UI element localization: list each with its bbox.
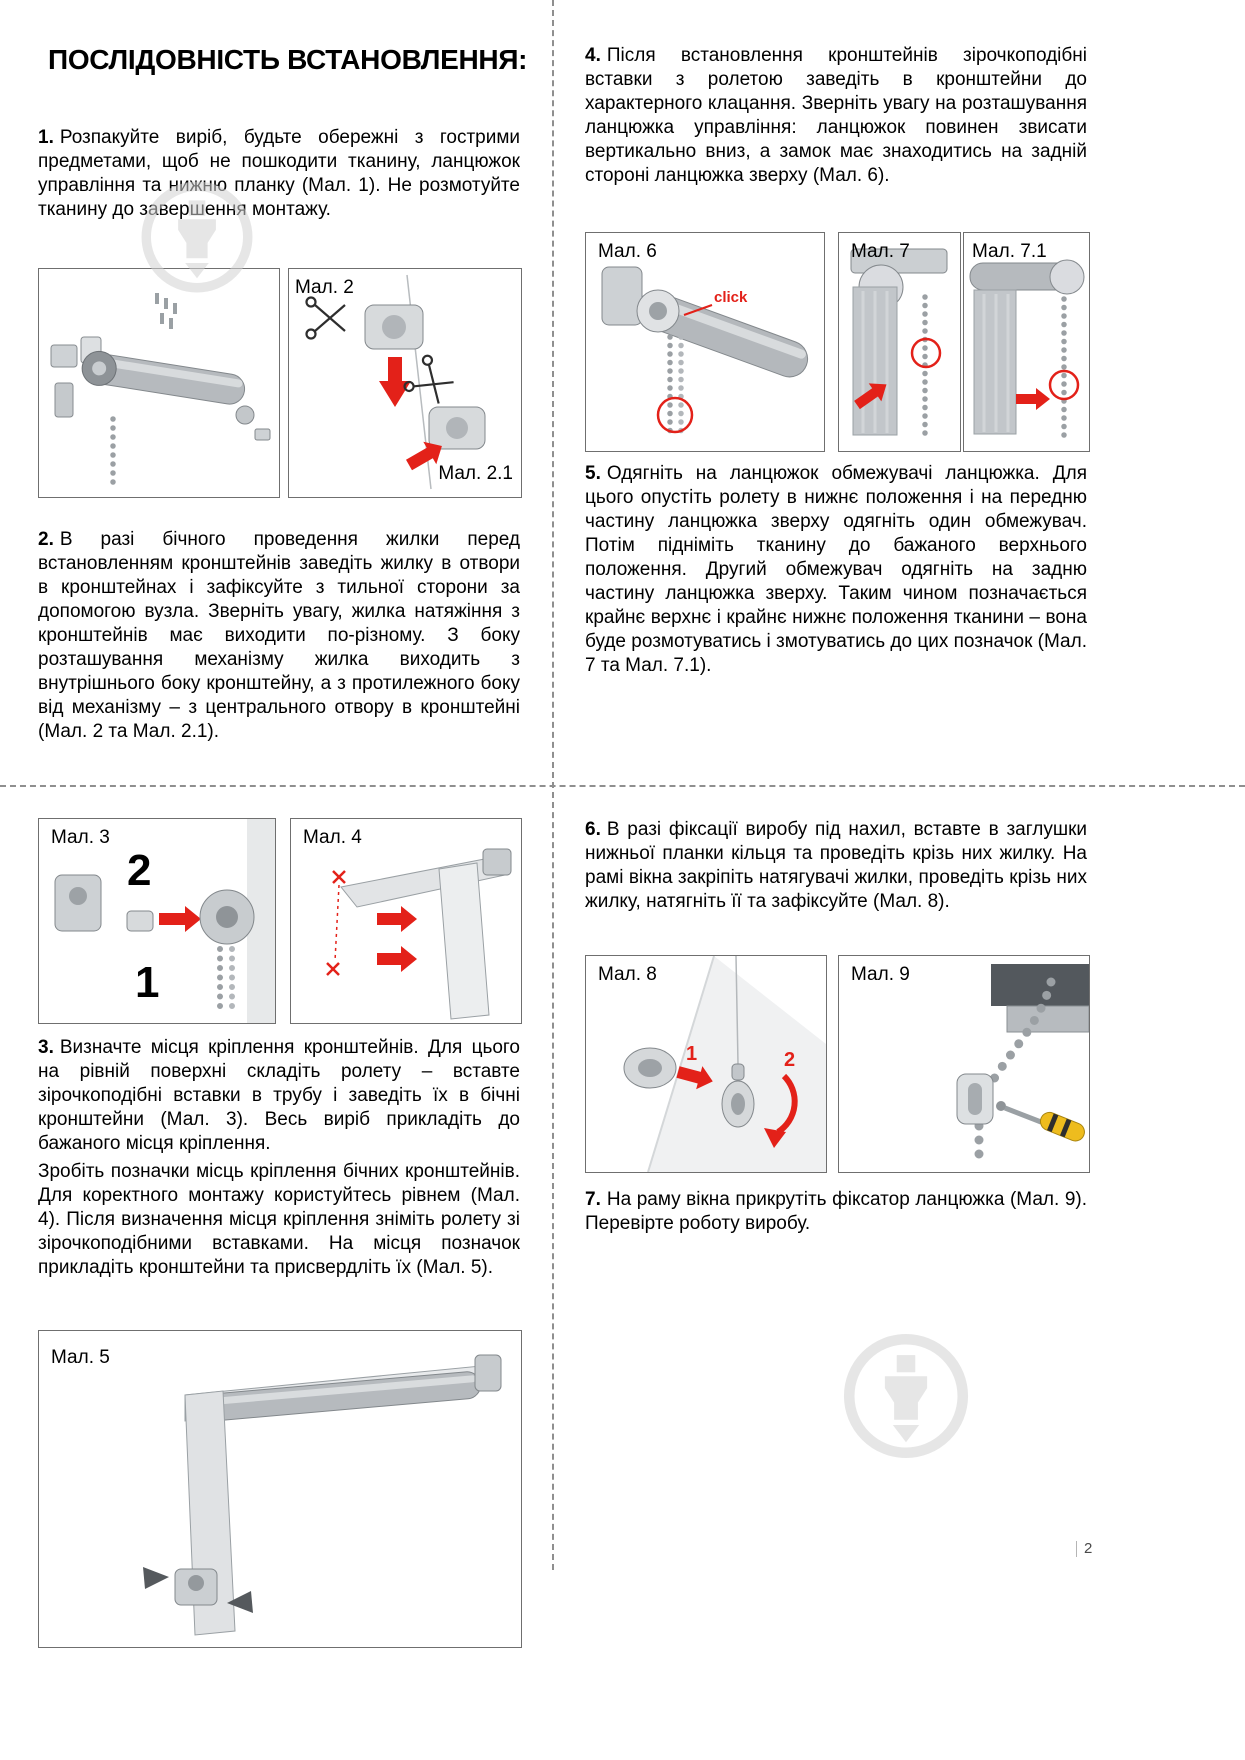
step-2-text: В разі бічного проведення жилки перед вс… xyxy=(38,529,520,742)
chain-fixator-illustration xyxy=(956,964,1089,1161)
figure-8-step1-number: 1 xyxy=(686,1043,698,1065)
screwdriver-icon xyxy=(1039,1111,1085,1142)
step-1-paragraph: 1.Розпакуйте виріб, будьте обережні з го… xyxy=(38,126,520,222)
roller-exploded-view-illustration xyxy=(50,293,271,486)
figure-2-label: Мал. 2 xyxy=(295,277,354,298)
figure-3-box: Мал. 3 2 1 xyxy=(38,818,276,1024)
step-7-text: На раму вікна прикрутіть фіксатор ланцюж… xyxy=(585,1189,1087,1234)
red-x-marks-icon xyxy=(326,870,346,976)
red-arrow-right-icon xyxy=(377,946,417,972)
figure-9-label: Мал. 9 xyxy=(851,964,910,985)
step-3-paragraph-2: Зробіть позначки місць кріплення бічних … xyxy=(38,1160,520,1280)
roller-tube-icon xyxy=(81,350,246,405)
red-highlight-circle-icon xyxy=(1048,369,1080,401)
red-highlight-circle-icon xyxy=(910,337,942,369)
step-6-number: 6. xyxy=(585,819,601,840)
scissors-icon xyxy=(403,354,454,404)
figure-2-box: Мал. 2 Мал. 2.1 xyxy=(288,268,522,498)
figure-3-step2-number: 2 xyxy=(127,846,152,895)
page-number: 2 xyxy=(1076,1540,1092,1557)
page-number-value: 2 xyxy=(1084,1540,1093,1557)
figure-7-box: Мал. 7 xyxy=(838,232,961,452)
red-arrow-right-icon xyxy=(159,906,201,932)
red-arrow-down-icon xyxy=(379,357,411,407)
step-6-paragraph: 6.В разі фіксації виробу під нахил, вста… xyxy=(585,818,1087,914)
chain-stop-upper-illustration xyxy=(850,248,948,442)
figure-8-step2-number: 2 xyxy=(784,1049,796,1071)
figure-8-box: Мал. 8 1 2 xyxy=(585,955,827,1173)
figure-9-box: Мал. 9 xyxy=(838,955,1090,1173)
figure-7-1-label: Мал. 7.1 xyxy=(972,241,1047,262)
window-frame-post xyxy=(438,862,490,1020)
step-1-text: Розпакуйте виріб, будьте обережні з гост… xyxy=(38,127,520,220)
figure-3-label: Мал. 3 xyxy=(51,827,110,848)
brand-watermark-icon xyxy=(840,1330,972,1462)
step-1-number: 1. xyxy=(38,127,54,148)
window-frame-top xyxy=(340,854,506,908)
figure-5-label: Мал. 5 xyxy=(51,1347,110,1368)
step-5-number: 5. xyxy=(585,463,601,484)
page-number-divider xyxy=(1076,1540,1077,1557)
red-arrow-icon xyxy=(406,441,442,471)
mounted-roller-on-frame-illustration xyxy=(143,1354,502,1636)
small-arrow-icon xyxy=(143,1567,169,1589)
cord-line xyxy=(735,956,739,1065)
step-5-text: Одягніть на ланцюжок обмежувачі ланцюжка… xyxy=(585,463,1087,676)
red-highlight-circle-icon xyxy=(656,396,694,434)
page-title: ПОСЛІДОВНІСТЬ ВСТАНОВЛЕННЯ: xyxy=(48,44,528,75)
figure-7-1-box: Мал. 7.1 xyxy=(963,232,1090,452)
figure-3-step1-number: 1 xyxy=(135,958,160,1007)
figure-6-box: Мал. 6 click xyxy=(585,232,825,452)
step-3-number: 3. xyxy=(38,1037,54,1058)
red-arrow-right-icon xyxy=(676,1066,713,1090)
step-4-text: Після встановлення кронштейнів зірочкопо… xyxy=(585,45,1087,186)
bracket-icon xyxy=(474,1354,502,1392)
red-arrow-right-icon xyxy=(377,906,417,932)
bracket-icon xyxy=(601,266,643,326)
scissors-icon xyxy=(305,296,346,340)
figure-7-label: Мал. 7 xyxy=(851,241,910,262)
step-3-paragraph: 3.Визначте місця кріплення кронштейнів. … xyxy=(38,1036,520,1156)
screw-icon xyxy=(996,1101,1006,1111)
bead-chain-icon xyxy=(986,977,1056,1089)
chain-stop-lower-illustration xyxy=(969,259,1085,442)
step-3-text-2: Зробіть позначки місць кріплення бічних … xyxy=(38,1161,520,1278)
figure-8-label: Мал. 8 xyxy=(598,964,657,985)
bracket-assembly-illustration xyxy=(54,819,275,1023)
roller-click-in-illustration xyxy=(601,266,809,442)
figure-2-1-label: Мал. 2.1 xyxy=(438,463,513,484)
red-arrow-icon xyxy=(854,383,887,410)
frame-marking-illustration xyxy=(326,848,512,1020)
figure-1-box xyxy=(38,268,280,498)
step-5-paragraph: 5.Одягніть на ланцюжок обмежувачі ланцюж… xyxy=(585,462,1087,678)
step-7-paragraph: 7.На раму вікна прикрутіть фіксатор ланц… xyxy=(585,1188,1087,1236)
step-3-text: Визначте місця кріплення кронштейнів. Дл… xyxy=(38,1037,520,1154)
small-arrow-icon xyxy=(227,1591,253,1613)
figure-4-label: Мал. 4 xyxy=(303,827,362,848)
step-2-number: 2. xyxy=(38,529,54,550)
cord-threading-illustration xyxy=(305,274,486,490)
click-annotation: click xyxy=(714,289,748,306)
step-4-paragraph: 4.Після встановлення кронштейнів зірочко… xyxy=(585,44,1087,188)
red-curved-arrow-icon xyxy=(776,1073,798,1135)
red-arrow-right-icon xyxy=(1016,388,1050,410)
screws-icon xyxy=(155,293,177,329)
figure-4-box: Мал. 4 xyxy=(290,818,522,1024)
cord-tensioner-illustration xyxy=(623,956,826,1172)
step-2-paragraph: 2.В разі бічного проведення жилки перед … xyxy=(38,528,520,744)
figure-6-label: Мал. 6 xyxy=(598,241,657,262)
step-6-text: В разі фіксації виробу під нахил, вставт… xyxy=(585,819,1087,912)
window-frame-dark xyxy=(991,964,1089,1006)
figure-5-box: Мал. 5 xyxy=(38,1330,522,1648)
step-4-number: 4. xyxy=(585,45,601,66)
roller-tube-icon xyxy=(188,1371,481,1423)
section-divider-dashed-line xyxy=(0,785,1245,787)
bracket-icon xyxy=(482,848,512,876)
step-7-number: 7. xyxy=(585,1189,601,1210)
